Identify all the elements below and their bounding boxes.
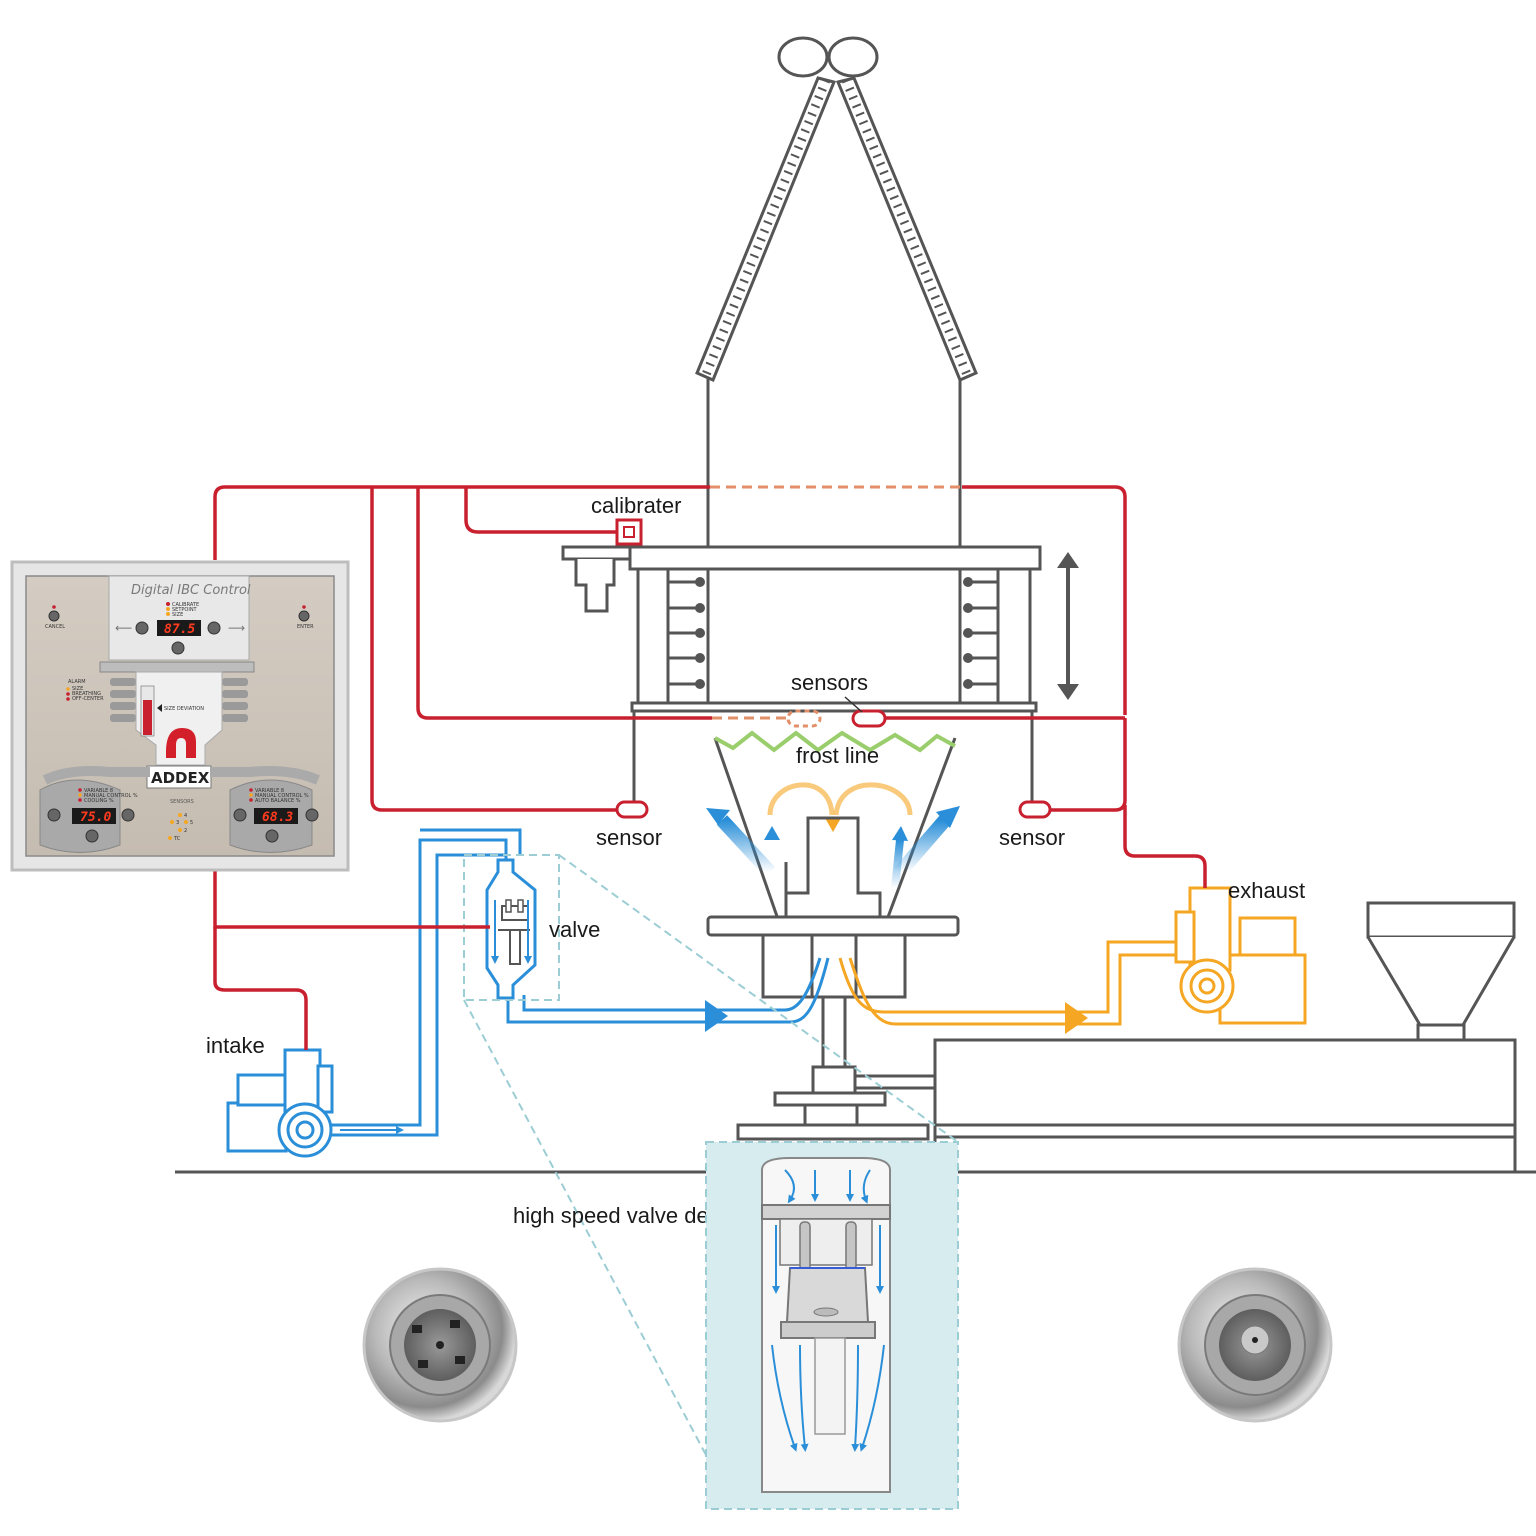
panel-right-option-2: MANUAL CONTROL % [255,793,309,799]
collapsing-frame [695,36,978,382]
panel-title: Digital IBC Control [131,583,251,598]
panel-sensors-title: SENSORS [170,799,194,805]
panel-left-down-button[interactable] [47,808,61,822]
sensor-pod-top-left [786,709,822,728]
sensor-pod-left [615,800,649,819]
intake-label: intake [206,1033,265,1058]
sensor-left-label: sensor [596,825,662,850]
extruder [933,901,1517,1172]
valve-label: valve [549,917,600,942]
panel-enter-button[interactable] [298,610,310,622]
panel-left-option-1: VARIABLE 8 [84,788,113,794]
control-wiring [213,485,1207,1050]
sensors-leader [844,696,863,713]
panel-sensor-2: 2 [184,828,187,834]
exhaust-blower [1174,886,1307,1025]
die-photo-left [362,1267,518,1423]
frost-line-label: frost line [796,743,879,768]
panel-top-option-1: CALIBRATE [172,602,199,608]
panel-cancel-label: CANCEL [45,624,65,630]
panel-size-deviation: SIZE DEVIATION [164,706,204,712]
valve-detail-flow-arrows [771,1169,885,1452]
sensor-pod-top-right [851,709,887,728]
intake-duct [305,828,830,1137]
panel-sensor-4: 4 [184,813,187,819]
panel-right-center-button[interactable] [265,829,279,843]
panel-left-up-button[interactable] [121,808,135,822]
cage-bracket [561,545,632,613]
panel-enter-label: ENTER [297,624,314,630]
cooling-air-arrows [706,806,960,889]
die-photo-right [1177,1267,1333,1423]
panel-alarm-title: ALARM [68,679,86,685]
panel-right-option-3: AUTO BALANCE % [255,798,301,804]
panel-right-up-button[interactable] [305,808,319,822]
collapsing-ladder-right [835,76,978,382]
valve-detail-inset [705,1141,959,1510]
panel-right-down-button[interactable] [233,808,247,822]
panel-right-arrow: ⟶ [228,621,245,635]
panel-cage-graphic [110,671,248,766]
panel-size-bar-fill [143,700,152,735]
panel-right-option-1: VARIABLE 8 [255,788,284,794]
addex-logo-text: ADDEX [151,769,210,787]
panel-left-option-3: COOLING % [84,798,114,804]
die-assembly [706,816,960,1141]
cage-rollers-left [668,577,705,689]
collapsing-ladder-left [695,76,837,382]
panel-top-down-button[interactable] [135,621,149,635]
panel-left-option-2: MANUAL CONTROL % [84,793,138,799]
nip-roll-left [777,36,829,78]
panel-top-option-2: SETPOINT [172,607,198,613]
sensor-units [615,709,1052,819]
frost-line [714,730,956,753]
sensor-pod-right [1018,800,1052,819]
panel-right-display-value: 68.3 [262,810,293,825]
calibrater-box [615,518,643,546]
panel-right-display [254,808,298,824]
exhaust-duct [838,940,1180,1034]
addex-logo-mark [166,728,196,758]
sensor-right-label: sensor [999,825,1065,850]
panel-alarm-breathing: BREATHING [72,691,101,697]
panel-left-center-button[interactable] [85,829,99,843]
panel-top-up-button[interactable] [207,621,221,635]
film-bubble [706,378,962,926]
sensors-label: sensors [791,670,868,695]
panel-top-display [157,620,201,636]
exhaust-label: exhaust [1228,878,1305,903]
control-panel: Digital IBC Control CALIBRATE SETPOINT S… [10,560,350,872]
extruder-hopper [1366,901,1516,1042]
nip-roll-right [827,36,879,78]
control-valve [485,858,537,1000]
panel-alarm-off-center: OFF-CENTER [72,696,104,702]
panel-cancel-button[interactable] [48,610,60,622]
panel-left-display [72,808,116,824]
panel-sensor-5: 5 [190,820,193,826]
calibrater-label: calibrater [591,493,681,518]
internal-exhaust-arrows [767,782,913,832]
panel-top-option-3: SIZE [172,612,183,618]
panel-top-center-button[interactable] [171,641,185,655]
panel-sensor-3: 3 [176,820,179,826]
height-adjust-arrow [1057,552,1079,700]
panel-alarm-size: SIZE [72,686,83,692]
intake-blower [226,1048,334,1158]
cage-rollers-right [963,577,998,689]
panel-sensor-tc: TC [173,836,181,842]
sizing-cage [561,545,1079,808]
panel-left-display-value: 75.0 [80,810,111,825]
panel-top-display-value: 87.5 [164,622,195,637]
valve-detail-callout-lines [463,854,959,1456]
panel-left-arrow: ⟵ [115,621,132,635]
valve-detail-label: high speed valve detail [513,1203,737,1228]
